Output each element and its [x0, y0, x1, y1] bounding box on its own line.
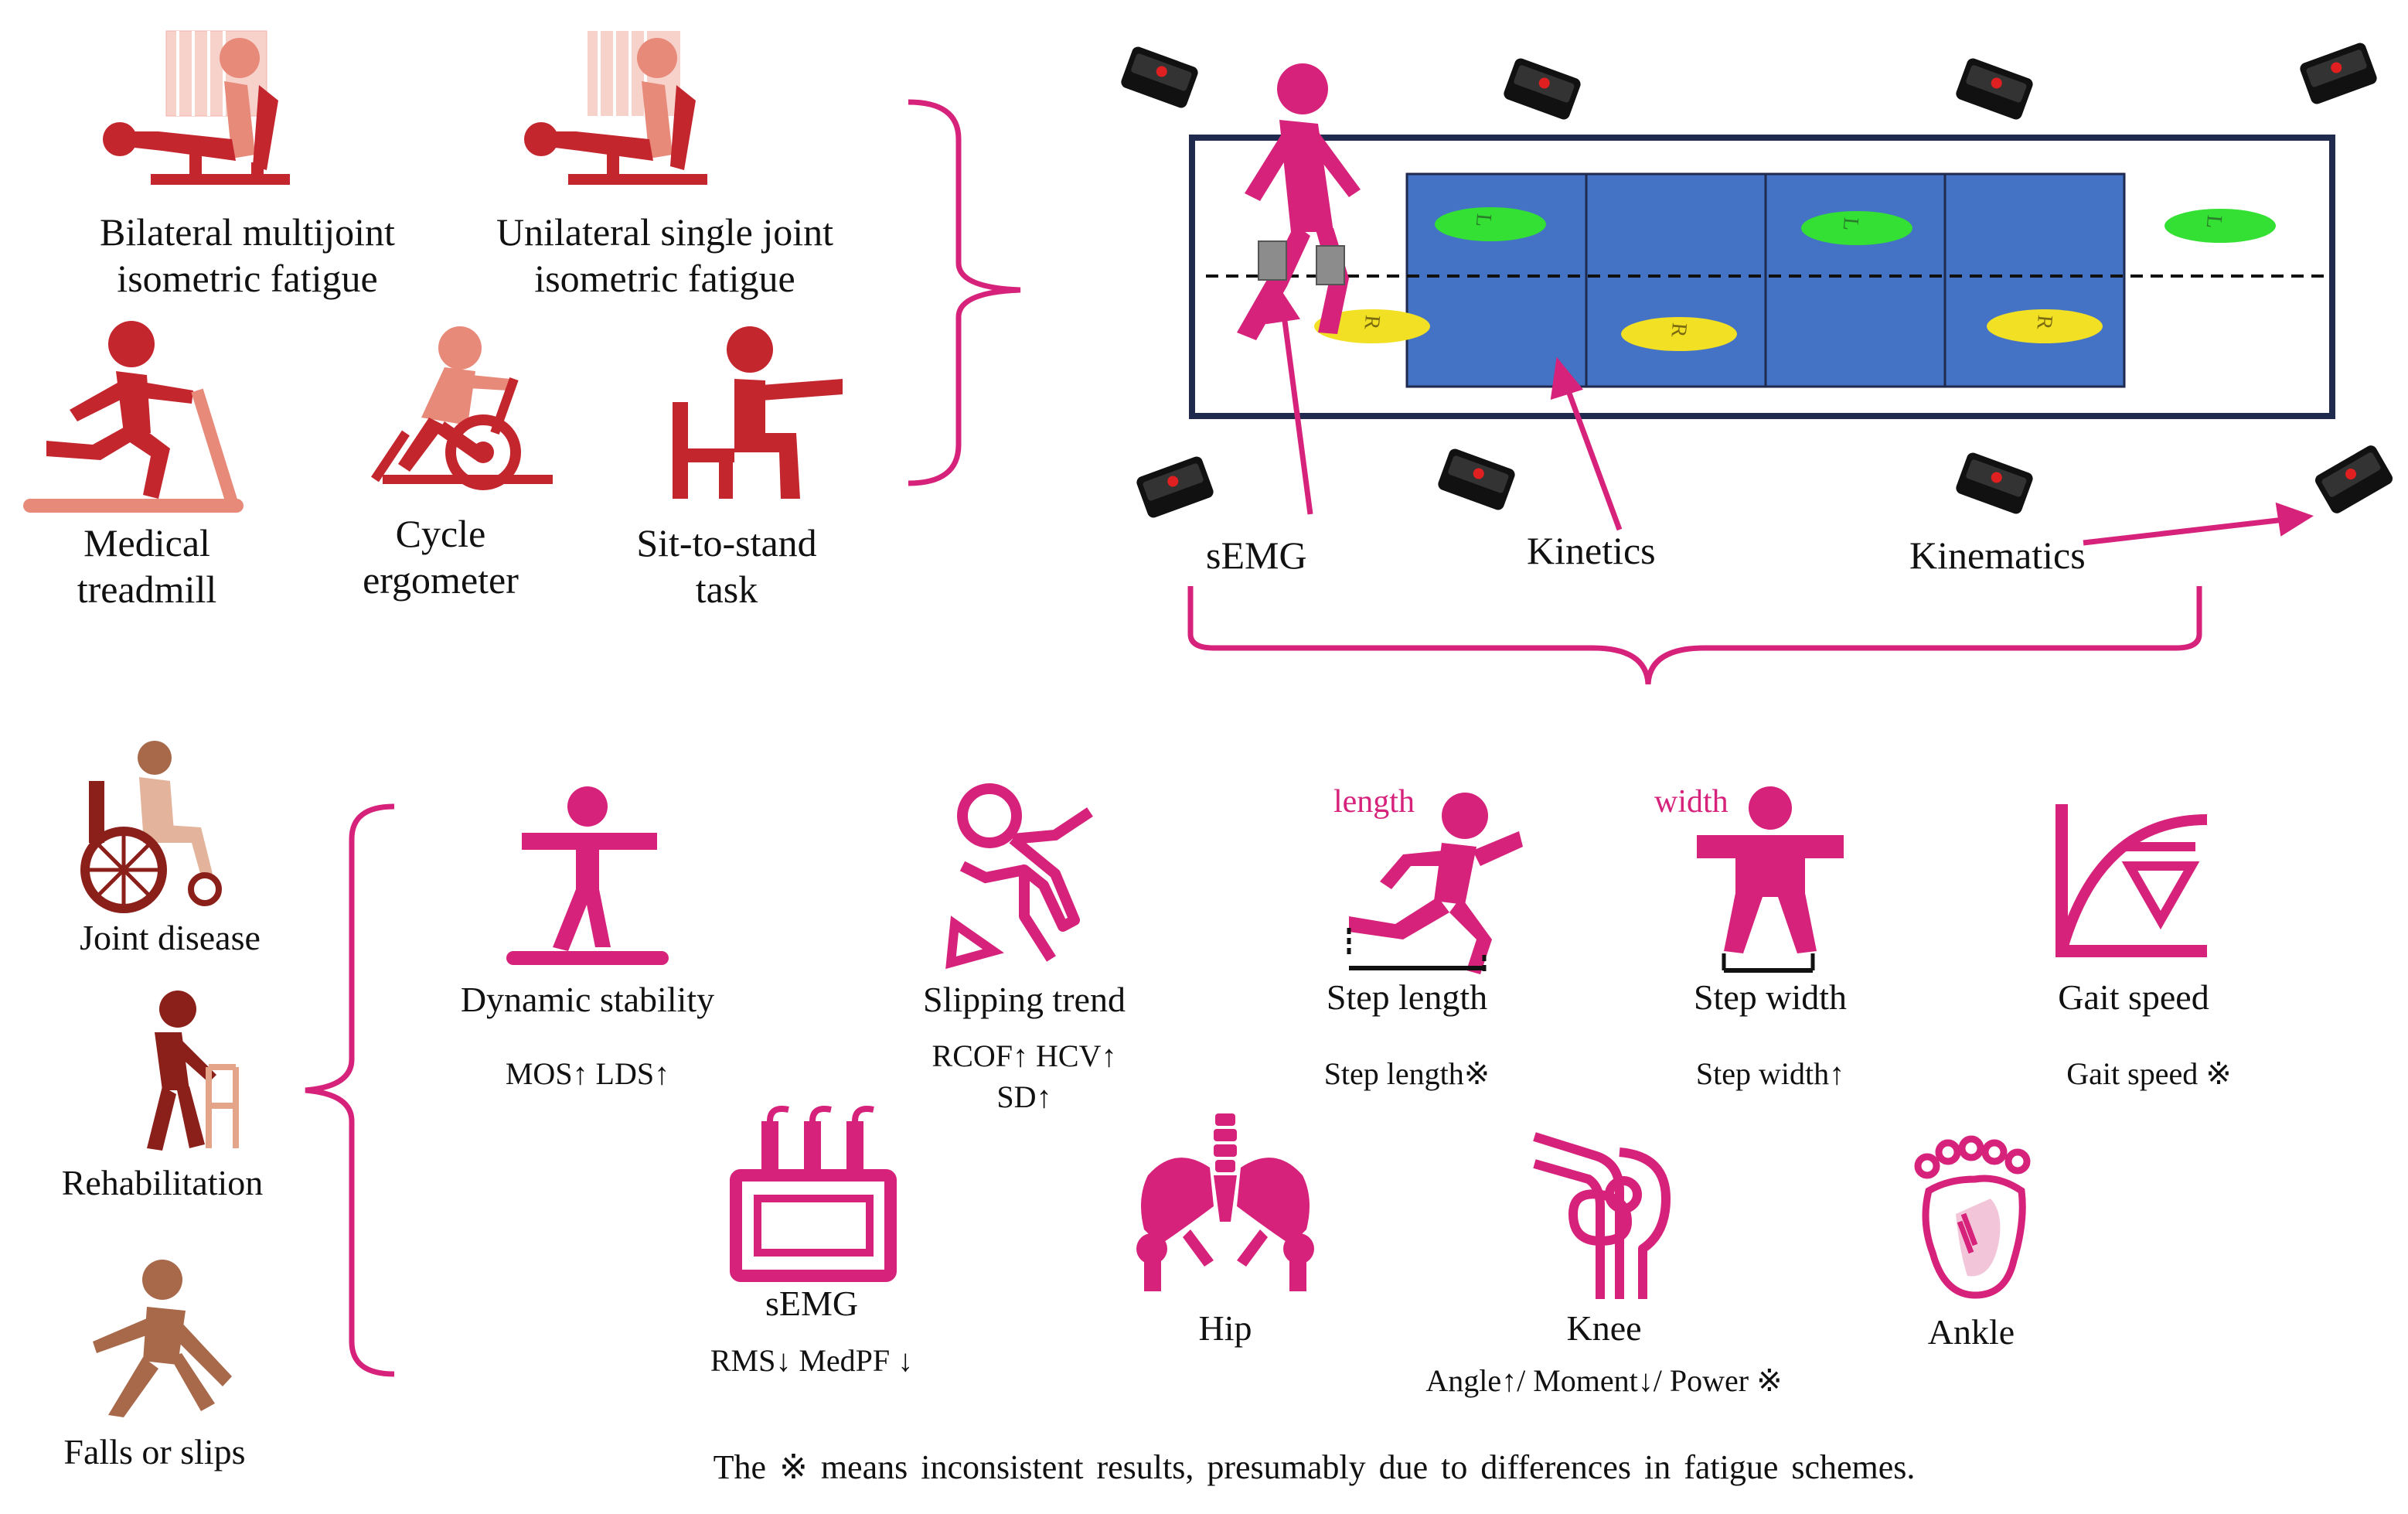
outcome-title: Step length	[1326, 977, 1488, 1017]
footprint-letter: L	[1470, 212, 1497, 228]
protocol-label: Unilateral single joint isometric fatigu…	[448, 209, 881, 302]
motion-camera-icon	[2300, 43, 2377, 104]
population-label: Joint disease	[80, 918, 261, 957]
walking-person-icon	[1237, 63, 1361, 340]
outcome-title: Step width	[1693, 977, 1848, 1017]
population-label: Rehabilitation	[61, 1163, 264, 1202]
slipping-figure-icon	[945, 783, 1093, 970]
standing-figure-icon	[1697, 786, 1844, 973]
population-label: Falls or slips	[63, 1432, 246, 1471]
outcome-result: Step length※	[1323, 1056, 1490, 1091]
emg-device-icon	[730, 1106, 897, 1282]
protocol-label: Cycle ergometer	[325, 510, 557, 603]
length-tag: length	[1333, 784, 1415, 820]
outcome-result: RCOF↑ HCV↑	[932, 1038, 1117, 1073]
foot-icon	[1914, 1135, 2031, 1299]
motion-camera-icon	[1121, 46, 1198, 108]
outcome-title: Ankle	[1927, 1312, 2015, 1352]
protocol-label: Sit-to-stand task	[611, 520, 843, 612]
protocol-line2: isometric fatigue	[534, 257, 795, 300]
motion-camera-icon	[1136, 456, 1214, 518]
seated-person-icon	[673, 326, 843, 499]
outcome-title: Knee	[1566, 1308, 1642, 1348]
emg-sensor-icon	[1316, 245, 1345, 285]
protocol-group-bracket	[908, 99, 1021, 486]
gait-lab-setup	[1121, 43, 2393, 685]
emg-sensor-icon	[1258, 240, 1287, 281]
cyclist-icon	[371, 326, 553, 490]
falling-person-icon	[93, 1260, 232, 1417]
leg-extension-machine-icon	[524, 31, 707, 185]
outcome-result: MOS↑ LDS↑	[505, 1056, 670, 1091]
width-tag: width	[1654, 784, 1729, 820]
kinetics-label: Kinetics	[1527, 529, 1656, 572]
protocol-line1: Medical	[83, 521, 210, 564]
protocol-line1: Sit-to-stand	[636, 521, 817, 564]
outcome-title: Dynamic stability	[460, 980, 715, 1019]
footprint-letter: R	[1359, 314, 1385, 331]
footnote: The ※ means inconsistent results, presum…	[713, 1448, 1916, 1486]
running-figure-icon	[1347, 793, 1523, 974]
outcome-result: SD↑	[996, 1079, 1052, 1114]
treadmill-runner-icon	[23, 321, 244, 513]
outcome-result: RMS↓ MedPF ↓	[710, 1343, 914, 1378]
footprint-letter: L	[1838, 216, 1864, 232]
motion-camera-icon	[1438, 448, 1515, 510]
protocol-line1: Bilateral multijoint	[100, 210, 395, 254]
balance-figure-icon	[506, 786, 669, 965]
force-plates	[1405, 172, 2126, 388]
outcome-title: Gait speed	[2058, 977, 2209, 1017]
walker-user-icon	[147, 991, 239, 1151]
protocol-line2: task	[695, 568, 758, 611]
right-footprint-icon	[1621, 317, 1737, 351]
outcome-title: Hip	[1198, 1308, 1252, 1348]
outcome-title: sEMG	[765, 1284, 859, 1323]
protocol-line1: Cycle	[395, 512, 486, 555]
motion-camera-icon	[1956, 58, 2033, 120]
wheelchair-user-icon	[80, 741, 222, 913]
motion-camera-icon	[1504, 58, 1581, 120]
protocol-line1: Unilateral single joint	[496, 210, 833, 254]
motion-camera-icon	[1956, 452, 2033, 514]
left-footprint-icon	[2164, 209, 2276, 243]
outcome-group-bracket	[305, 803, 395, 1377]
protocol-line2: treadmill	[77, 568, 217, 611]
outcome-title: Slipping trend	[923, 980, 1126, 1019]
kinematics-label: Kinematics	[1909, 534, 2086, 577]
outcome-result: Angle↑/ Moment↓/ Power ※	[1425, 1363, 1783, 1398]
motion-camera-icon	[2314, 445, 2393, 513]
outcome-result: Gait speed ※	[2066, 1056, 2232, 1091]
footprint-letter: L	[2201, 213, 2227, 230]
left-footprint-icon	[1801, 211, 1912, 245]
protocol-label: Bilateral multijoint isometric fatigue	[39, 209, 456, 302]
protocol-label: Medical treadmill	[31, 520, 263, 612]
leg-press-machine-icon	[103, 30, 290, 185]
left-footprint-icon	[1435, 207, 1546, 241]
pelvis-icon	[1136, 1113, 1314, 1291]
protocol-line2: ergometer	[363, 558, 519, 602]
outcome-result: Step width↑	[1695, 1056, 1845, 1091]
protocol-line2: isometric fatigue	[117, 257, 378, 300]
right-footprint-icon	[1987, 309, 2103, 343]
knee-joint-icon	[1533, 1132, 1671, 1299]
footprint-letter: R	[2032, 314, 2057, 331]
speed-graph-icon	[2055, 804, 2208, 957]
semg-label: sEMG	[1206, 534, 1307, 577]
footprint-letter: R	[1666, 322, 1691, 339]
right-footprint-icon	[1314, 309, 1430, 343]
